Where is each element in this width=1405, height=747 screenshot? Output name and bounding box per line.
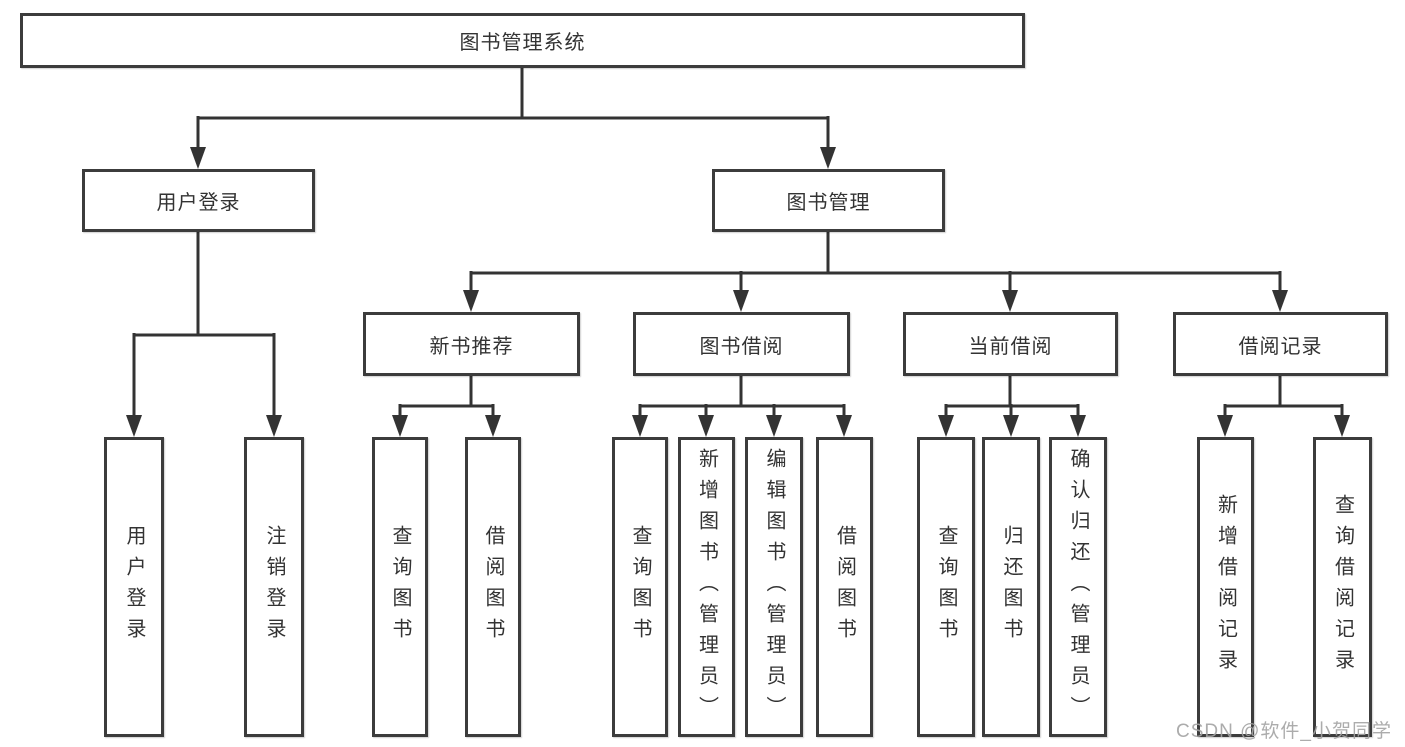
leaf-add-books-admin: 新增图书（管理员） xyxy=(678,437,735,737)
node-label: 新书推荐 xyxy=(429,335,514,358)
leaf-label: 归还图书 xyxy=(1000,525,1022,649)
leaf-label: 查询图书 xyxy=(389,525,411,649)
leaf-label: 新增借阅记录 xyxy=(1214,494,1237,680)
node-label: 图书管理 xyxy=(786,192,871,214)
watermark: CSDN @软件_小贺同学 xyxy=(1176,721,1392,742)
node-borrowing-records: 借阅记录 xyxy=(1173,312,1388,376)
node-current-borrowing: 当前借阅 xyxy=(903,312,1118,376)
node-label: 图书管理系统 xyxy=(459,32,586,54)
leaf-label: 注销登录 xyxy=(263,525,285,649)
node-label: 借阅记录 xyxy=(1238,335,1323,358)
leaf-borrow-books: 借阅图书 xyxy=(816,437,873,737)
node-new-book-recommendation: 新书推荐 xyxy=(363,312,580,376)
leaf-query-borrow-record: 查询借阅记录 xyxy=(1313,437,1372,737)
leaf-return-books: 归还图书 xyxy=(982,437,1040,737)
node-library-management-system: 图书管理系统 xyxy=(20,13,1025,68)
leaf-add-borrow-record: 新增借阅记录 xyxy=(1197,437,1254,737)
leaf-label: 用户登录 xyxy=(123,525,145,649)
leaf-label: 查询图书 xyxy=(935,525,957,649)
leaf-label: 确认归还（管理员） xyxy=(1067,447,1089,727)
leaf-query-books-borrowing: 查询图书 xyxy=(612,437,668,737)
leaf-edit-books-admin: 编辑图书（管理员） xyxy=(745,437,803,737)
node-book-borrowing: 图书借阅 xyxy=(633,312,850,376)
leaf-query-books-current: 查询图书 xyxy=(917,437,975,737)
node-label: 图书借阅 xyxy=(699,335,784,358)
leaf-query-books-recommend: 查询图书 xyxy=(372,437,428,737)
leaf-label: 查询图书 xyxy=(629,525,651,649)
leaf-label: 借阅图书 xyxy=(482,525,504,649)
leaf-label: 借阅图书 xyxy=(833,525,856,649)
leaf-label: 查询借阅记录 xyxy=(1331,494,1354,680)
leaf-confirm-return-admin: 确认归还（管理员） xyxy=(1049,437,1107,737)
node-label: 当前借阅 xyxy=(968,335,1053,358)
leaf-borrow-books-recommend: 借阅图书 xyxy=(465,437,521,737)
node-user-login: 用户登录 xyxy=(82,169,315,232)
leaf-label: 新增图书（管理员） xyxy=(695,447,718,727)
leaf-user-login: 用户登录 xyxy=(104,437,164,737)
node-book-management: 图书管理 xyxy=(712,169,945,232)
leaf-label: 编辑图书（管理员） xyxy=(763,447,785,727)
leaf-logout: 注销登录 xyxy=(244,437,304,737)
node-label: 用户登录 xyxy=(156,192,241,214)
